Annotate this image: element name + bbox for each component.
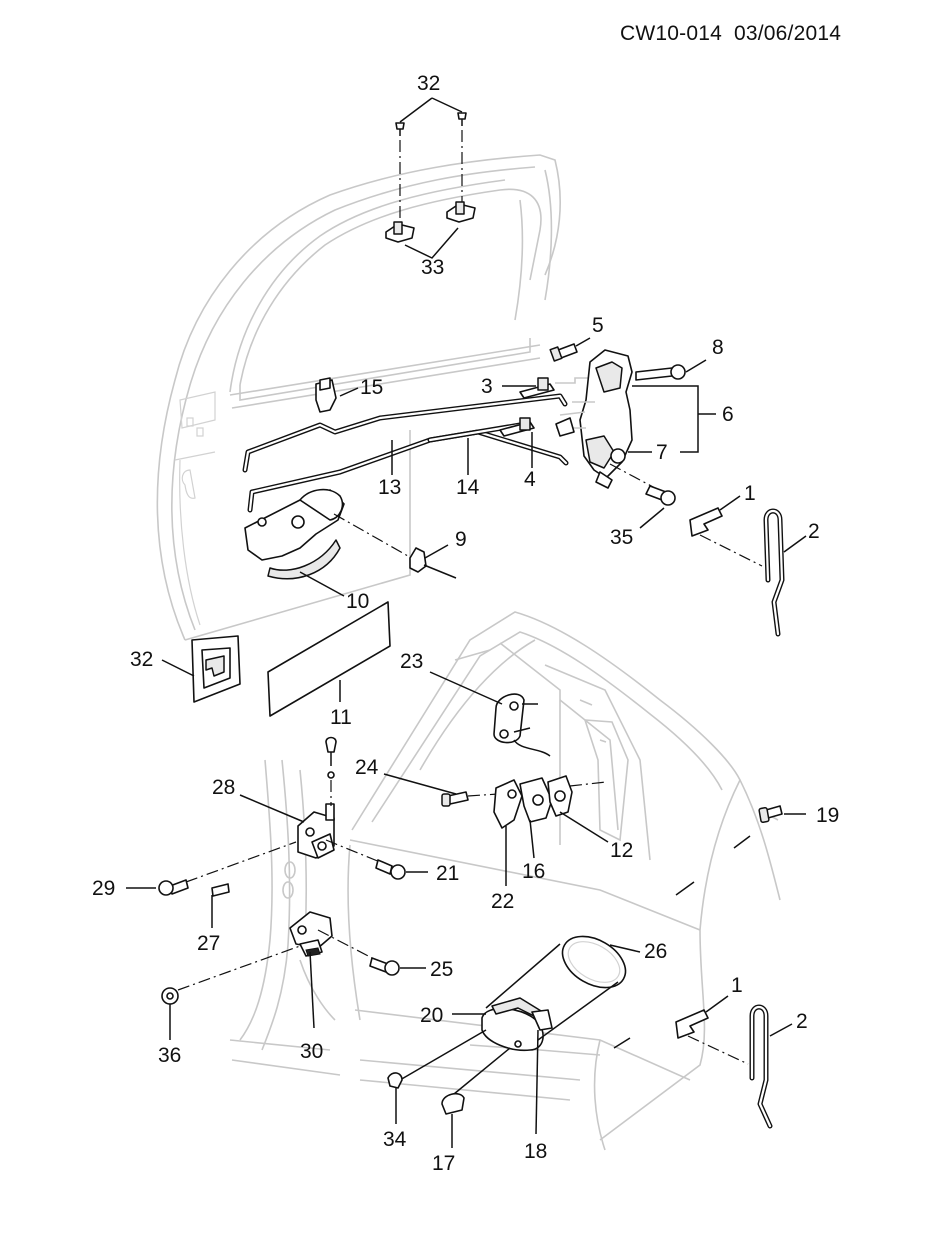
rods-13-14 — [242, 393, 569, 513]
callout-9: 9 — [455, 528, 467, 551]
rod-2-lower — [749, 1004, 793, 1129]
screw-24 — [383, 773, 499, 807]
latch-parts-22-16-12 — [493, 775, 609, 886]
diagram-date: 03/06/2014 — [733, 22, 842, 45]
sheet-11 — [267, 601, 391, 717]
callout-20: 20 — [420, 1004, 443, 1027]
bolt-8 — [635, 359, 707, 381]
bolt-21 — [325, 839, 428, 880]
callout-6: 6 — [722, 403, 734, 426]
callout-13: 13 — [378, 476, 401, 499]
rear-door-outline — [347, 611, 781, 1151]
cap-17 — [441, 1092, 465, 1148]
callout-21: 21 — [436, 862, 459, 885]
bolt-35 — [609, 463, 676, 529]
gasket-26 — [561, 935, 641, 989]
callout-28: 28 — [212, 776, 235, 799]
lower-hinge-30 — [289, 911, 333, 1029]
callout-27: 27 — [197, 932, 220, 955]
callout-1-upper: 1 — [744, 482, 756, 505]
callout-29: 29 — [92, 877, 115, 900]
callout-16: 16 — [522, 860, 545, 883]
pin-9 — [409, 544, 457, 579]
clip-1-upper — [689, 495, 763, 567]
screw-32-top — [395, 97, 467, 228]
screw-5 — [549, 337, 591, 362]
lock-cylinder-23 — [429, 671, 551, 757]
callout-14: 14 — [456, 476, 480, 499]
outside-handle-20 — [399, 943, 619, 1135]
screw-27 — [211, 883, 230, 928]
front-door-outline — [156, 154, 561, 641]
door-latch-assembly — [555, 349, 716, 489]
callout-30: 30 — [300, 1040, 323, 1063]
callout-22: 22 — [491, 890, 514, 913]
callout-25: 25 — [430, 958, 453, 981]
clip-3 — [502, 377, 590, 399]
callout-numbers: 32 33 5 8 3 6 15 7 13 14 4 1 35 2 9 10 3… — [92, 72, 839, 1175]
diagram-header: CW10-014 03/06/2014 — [620, 22, 853, 46]
callout-18: 18 — [524, 1140, 547, 1163]
bolt-25 — [317, 929, 426, 976]
nut-36 — [161, 945, 301, 1040]
callout-2-lower: 2 — [796, 1010, 808, 1033]
callout-2-upper: 2 — [808, 520, 820, 543]
callout-35: 35 — [610, 526, 633, 549]
clip-1-lower — [675, 995, 749, 1065]
callout-15: 15 — [360, 376, 383, 399]
hinge-28 — [239, 794, 335, 859]
callout-32-top: 32 — [417, 72, 440, 95]
clip-15 — [315, 377, 359, 413]
callout-24: 24 — [355, 756, 379, 779]
bolt-29 — [126, 841, 297, 896]
clip-33 — [385, 201, 476, 259]
callout-5: 5 — [592, 314, 604, 337]
callout-33: 33 — [421, 256, 444, 279]
callout-26: 26 — [644, 940, 667, 963]
b-pillar-outline — [229, 759, 341, 1076]
bolt-above-hinge — [325, 736, 337, 806]
clip-34 — [387, 1072, 403, 1124]
callout-7: 7 — [656, 441, 668, 464]
callout-12: 12 — [610, 839, 633, 862]
clip-4 — [499, 417, 535, 468]
inside-handle-10 — [244, 488, 409, 597]
callout-3: 3 — [481, 375, 493, 398]
callout-11: 11 — [330, 706, 352, 729]
callout-8: 8 — [712, 336, 724, 359]
rod-2-upper — [763, 508, 807, 637]
callout-4: 4 — [524, 468, 536, 491]
callout-1-lower: 1 — [731, 974, 743, 997]
bolt-19 — [758, 805, 806, 824]
callout-10: 10 — [346, 590, 369, 613]
callout-23: 23 — [400, 650, 423, 673]
callout-19: 19 — [816, 804, 839, 827]
diagram-code: CW10-014 — [620, 22, 722, 45]
pad-32 — [161, 635, 241, 703]
callout-34: 34 — [383, 1128, 407, 1151]
callout-36: 36 — [158, 1044, 181, 1067]
callout-32-pad: 32 — [130, 648, 153, 671]
callout-17: 17 — [432, 1152, 455, 1175]
